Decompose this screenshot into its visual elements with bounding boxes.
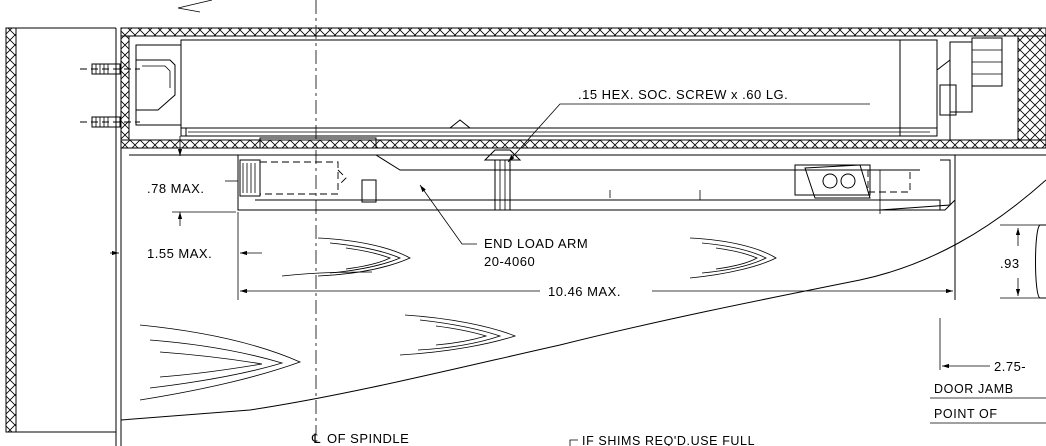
shim-plate [259,137,377,149]
point-of-label: POINT OF [934,407,998,421]
end-load-arm [237,154,956,214]
dim-093-label: .93 [1000,256,1020,271]
mounting-bolts [80,63,140,128]
dim-275-label: 2.75- [994,359,1026,374]
door [120,179,1046,421]
centerline-symbol: ℄ [311,431,321,446]
dimensions [110,136,990,370]
shims-bracket [569,439,578,446]
closer-body [135,37,1003,140]
dim-078-label: .78 MAX. [147,181,204,196]
partial-leader [177,0,213,13]
shims-label: IF SHIMS REQ'D.USE FULL [582,434,755,446]
leaders [419,103,870,245]
part-number-label: 20-4060 [484,254,535,269]
spindle-label: OF SPINDLE [327,431,409,446]
dim-1046-label: 10.46 MAX. [548,284,621,299]
hex-socket-screw [483,149,522,210]
left-jamb [5,27,122,446]
right-jamb [954,155,1046,300]
screw-label: .15 HEX. SOC. SCREW x .60 LG. [578,87,788,102]
door-jamb-label: DOOR JAMB [934,382,1014,396]
dim-155-label: 1.55 MAX. [147,246,212,261]
end-load-arm-label: END LOAD ARM [484,236,588,251]
